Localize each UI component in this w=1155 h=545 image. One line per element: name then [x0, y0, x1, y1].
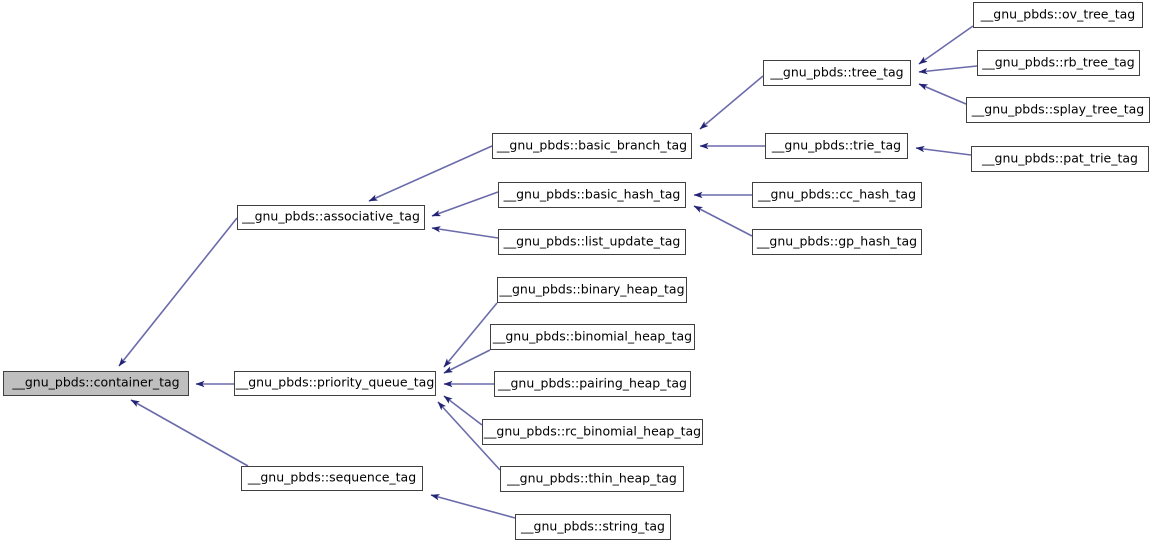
class-node-binomial_heap_tag[interactable]: __gnu_pbds::binomial_heap_tag — [490, 324, 695, 350]
class-node-container_tag[interactable]: __gnu_pbds::container_tag — [3, 371, 189, 396]
edge-ov_tree_tag-to-tree_tag — [918, 25, 974, 65]
class-node-label: __gnu_pbds::string_tag — [521, 518, 665, 534]
edge-basic_branch_tag-to-associative_tag — [368, 145, 493, 202]
class-node-rb_tree_tag[interactable]: __gnu_pbds::rb_tree_tag — [977, 50, 1140, 76]
class-node-label: __gnu_pbds::rc_binomial_heap_tag — [483, 423, 702, 439]
class-node-label: __gnu_pbds::binary_heap_tag — [499, 281, 685, 297]
class-node-basic_branch_tag[interactable]: __gnu_pbds::basic_branch_tag — [492, 133, 692, 159]
class-node-label: __gnu_pbds::ov_tree_tag — [980, 6, 1136, 22]
class-node-label: __gnu_pbds::splay_tree_tag — [971, 101, 1145, 117]
edge-associative_tag-to-container_tag — [118, 217, 238, 367]
edge-sequence_tag-to-container_tag — [130, 399, 249, 467]
class-node-label: __gnu_pbds::trie_tag — [771, 137, 902, 153]
class-node-label: __gnu_pbds::pat_trie_tag — [982, 150, 1138, 166]
edge-binary_heap_tag-to-priority_queue_tag — [443, 302, 498, 368]
class-node-thin_heap_tag[interactable]: __gnu_pbds::thin_heap_tag — [500, 466, 684, 492]
class-node-label: __gnu_pbds::pairing_heap_tag — [497, 375, 687, 391]
class-node-splay_tree_tag[interactable]: __gnu_pbds::splay_tree_tag — [966, 97, 1150, 123]
class-node-gp_hash_tag[interactable]: __gnu_pbds::gp_hash_tag — [752, 229, 922, 255]
edge-string_tag-to-sequence_tag — [430, 494, 516, 519]
class-node-label: __gnu_pbds::list_update_tag — [503, 233, 681, 249]
class-node-associative_tag[interactable]: __gnu_pbds::associative_tag — [237, 205, 425, 230]
class-node-label: __gnu_pbds::associative_tag — [242, 208, 420, 224]
edge-gp_hash_tag-to-basic_hash_tag — [693, 205, 753, 237]
class-node-tree_tag[interactable]: __gnu_pbds::tree_tag — [763, 60, 911, 86]
class-node-binary_heap_tag[interactable]: __gnu_pbds::binary_heap_tag — [497, 277, 687, 303]
edge-list_update_tag-to-associative_tag — [431, 226, 499, 239]
inheritance-edges — [118, 25, 978, 519]
class-node-ov_tree_tag[interactable]: __gnu_pbds::ov_tree_tag — [973, 2, 1143, 28]
edge-rb_tree_tag-to-tree_tag — [918, 65, 978, 75]
edge-thin_heap_tag-to-priority_queue_tag — [437, 401, 501, 471]
class-node-label: __gnu_pbds::cc_hash_tag — [757, 186, 917, 202]
class-node-label: __gnu_pbds::gp_hash_tag — [756, 233, 918, 249]
class-node-label: __gnu_pbds::container_tag — [12, 374, 180, 390]
class-node-rc_binomial_heap_tag[interactable]: __gnu_pbds::rc_binomial_heap_tag — [482, 419, 703, 445]
class-node-label: __gnu_pbds::sequence_tag — [247, 469, 417, 485]
class-node-cc_hash_tag[interactable]: __gnu_pbds::cc_hash_tag — [752, 182, 922, 208]
class-node-pairing_heap_tag[interactable]: __gnu_pbds::pairing_heap_tag — [494, 371, 691, 397]
class-node-priority_queue_tag[interactable]: __gnu_pbds::priority_queue_tag — [234, 371, 436, 396]
class-node-sequence_tag[interactable]: __gnu_pbds::sequence_tag — [241, 466, 423, 491]
class-node-pat_trie_tag[interactable]: __gnu_pbds::pat_trie_tag — [971, 146, 1149, 172]
edge-basic_hash_tag-to-associative_tag — [431, 191, 499, 217]
edge-binomial_heap_tag-to-priority_queue_tag — [443, 349, 491, 374]
edge-rc_binomial_heap_tag-to-priority_queue_tag — [443, 395, 483, 426]
class-node-string_tag[interactable]: __gnu_pbds::string_tag — [515, 514, 671, 540]
class-node-list_update_tag[interactable]: __gnu_pbds::list_update_tag — [498, 229, 686, 255]
class-node-label: __gnu_pbds::rb_tree_tag — [982, 54, 1135, 70]
class-node-label: __gnu_pbds::basic_branch_tag — [496, 137, 688, 153]
edge-splay_tree_tag-to-tree_tag — [918, 83, 967, 105]
class-node-label: __gnu_pbds::tree_tag — [770, 64, 904, 80]
edge-pat_trie_tag-to-trie_tag — [915, 145, 972, 156]
class-node-label: __gnu_pbds::priority_queue_tag — [235, 374, 435, 390]
class-node-label: __gnu_pbds::basic_hash_tag — [503, 186, 681, 202]
edge-tree_tag-to-basic_branch_tag — [699, 75, 764, 130]
class-node-label: __gnu_pbds::binomial_heap_tag — [492, 328, 693, 344]
class-node-label: __gnu_pbds::thin_heap_tag — [507, 470, 677, 486]
class-node-trie_tag[interactable]: __gnu_pbds::trie_tag — [765, 133, 908, 159]
class-node-basic_hash_tag[interactable]: __gnu_pbds::basic_hash_tag — [498, 182, 686, 208]
